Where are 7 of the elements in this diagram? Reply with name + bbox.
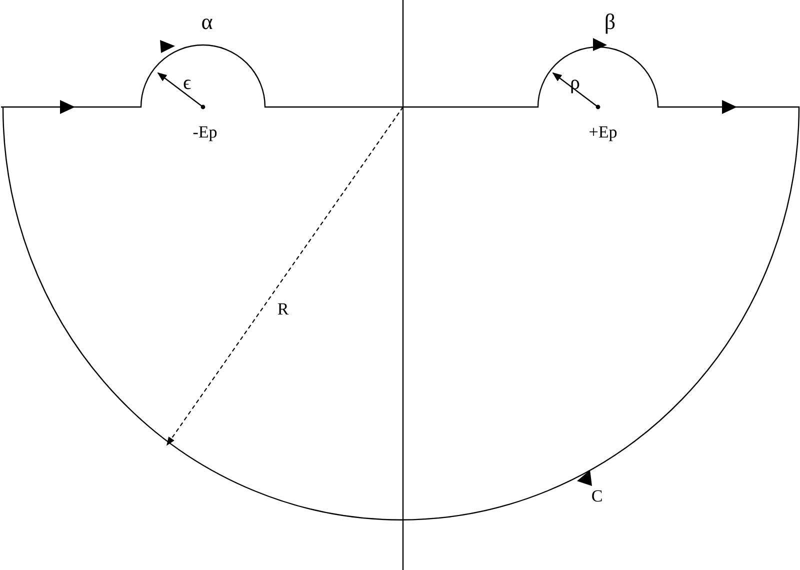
radius-label: R — [277, 300, 289, 318]
pole-label: +Ep — [588, 124, 618, 140]
symbol-label: β — [604, 11, 616, 33]
symbol-label: ϵ — [182, 73, 192, 93]
pole-label: -Ep — [192, 124, 218, 140]
symbol-label: α — [201, 11, 213, 33]
contour-label: C — [591, 488, 603, 504]
